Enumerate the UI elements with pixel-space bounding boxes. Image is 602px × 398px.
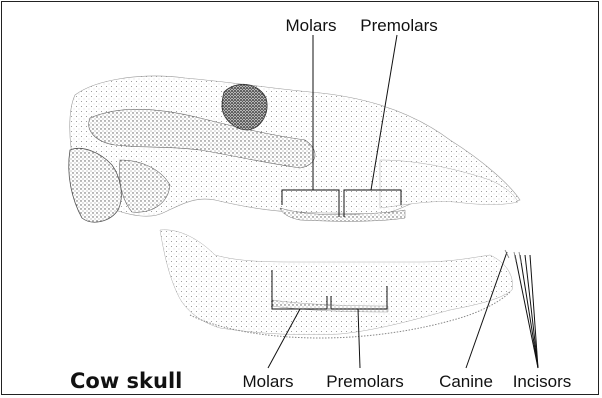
label-lower-molars: Molars (242, 373, 293, 390)
front-teeth (505, 250, 521, 263)
label-lower-premolars: Premolars (326, 373, 403, 390)
label-upper-premolars: Premolars (360, 17, 437, 34)
label-canine: Canine (439, 373, 493, 390)
label-upper-molars: Molars (285, 17, 336, 34)
mandible (160, 230, 513, 335)
label-incisors: Incisors (513, 373, 572, 390)
incisors-leaders (515, 255, 538, 368)
figure-title: Cow skull (70, 371, 182, 392)
